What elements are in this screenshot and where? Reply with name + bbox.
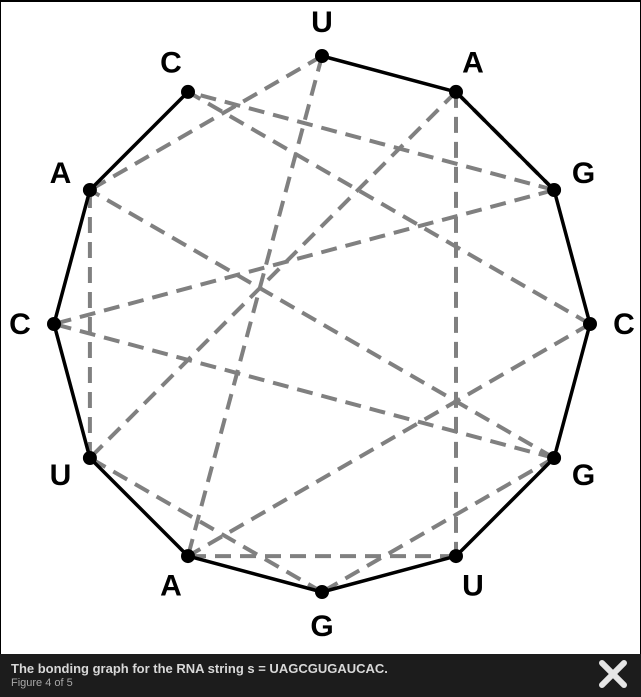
bond-edge-6-8 <box>88 456 323 594</box>
bond-edge-4-10 <box>88 188 556 460</box>
close-icon[interactable] <box>598 659 628 689</box>
node-label-6: G <box>310 610 333 643</box>
node-label-11: C <box>160 46 182 79</box>
backbone-edge-4-5 <box>454 456 556 558</box>
bonding-graph-diagram: U A G C G U G A U C A C <box>9 6 635 643</box>
bond-edge-1-8 <box>88 90 458 460</box>
bond-edges <box>53 54 592 594</box>
node-label-5: U <box>462 570 484 603</box>
backbone-edge-9-10 <box>52 189 92 325</box>
backbone-edge-8-9 <box>52 323 92 459</box>
node-label-7: A <box>160 570 182 603</box>
bond-edge-3-11 <box>186 90 592 326</box>
node-1 <box>449 84 463 99</box>
caption-title: The bonding graph for the RNA string s =… <box>11 661 388 676</box>
figure-image: U A G C G U G A U C A C <box>1 2 640 654</box>
node-0 <box>315 49 329 63</box>
nodes <box>47 49 597 599</box>
node-2 <box>547 183 562 197</box>
node-7 <box>181 549 195 564</box>
node-label-3: C <box>613 308 635 341</box>
backbone-edge-10-11 <box>88 90 190 192</box>
bond-edge-4-9 <box>53 322 555 460</box>
backbone-edge-2-3 <box>552 189 592 325</box>
bond-edge-0-10 <box>88 54 323 192</box>
bond-edge-3-7 <box>187 322 591 558</box>
bond-edge-4-6 <box>320 456 556 594</box>
figure-counter: Figure 4 of 5 <box>11 677 73 689</box>
node-label-4: G <box>572 459 595 492</box>
backbone-edges <box>52 54 592 594</box>
node-8 <box>82 451 97 465</box>
node-label-2: G <box>572 157 595 190</box>
backbone-edge-5-6 <box>321 554 457 594</box>
node-label-9: C <box>9 308 31 341</box>
node-11 <box>181 84 195 99</box>
caption-bar: The bonding graph for the RNA string s =… <box>0 654 641 697</box>
bond-edge-0-7 <box>186 55 324 557</box>
bond-edge-2-11 <box>187 89 555 192</box>
bond-edge-2-9 <box>53 188 555 326</box>
node-4 <box>547 451 562 465</box>
backbone-edge-7-8 <box>88 456 190 558</box>
node-label-1: A <box>462 46 484 79</box>
node-9 <box>47 317 61 331</box>
backbone-edge-0-1 <box>321 54 457 94</box>
node-10 <box>82 183 97 197</box>
node-3 <box>583 317 597 331</box>
node-label-0: U <box>311 6 333 39</box>
node-6 <box>315 585 329 599</box>
node-labels: U A G C G U G A U C A C <box>9 6 635 643</box>
node-label-10: A <box>50 157 72 190</box>
backbone-edge-3-4 <box>552 323 592 459</box>
node-label-8: U <box>50 459 72 492</box>
node-5 <box>449 549 463 564</box>
backbone-edge-6-7 <box>187 554 323 594</box>
backbone-edge-1-2 <box>454 90 556 192</box>
